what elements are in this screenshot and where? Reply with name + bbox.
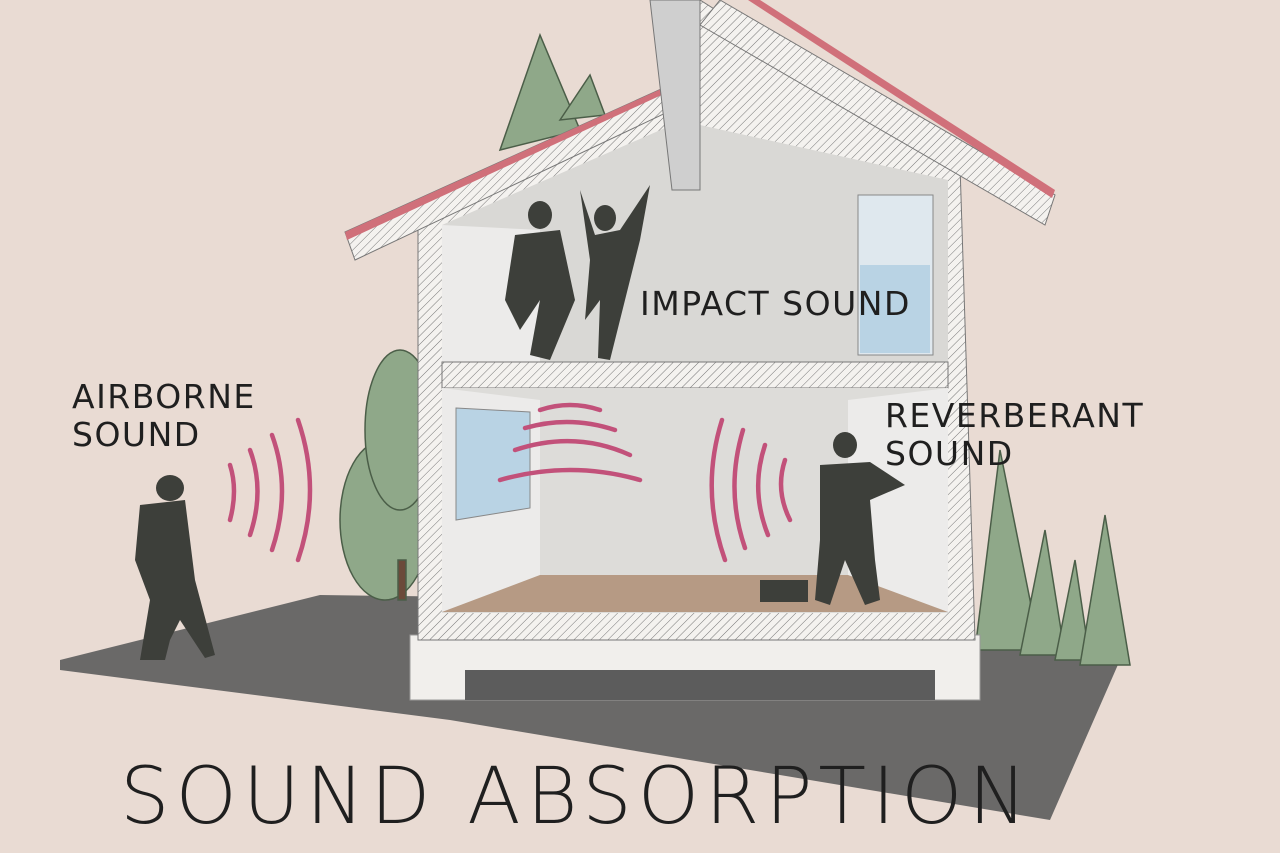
page-title: SOUND ABSORPTION [120, 752, 1033, 842]
chimney [649, 0, 701, 191]
silhouettes [135, 185, 905, 660]
floor-slab [441, 361, 949, 389]
sound-waves [227, 402, 793, 563]
trees-right [974, 449, 1131, 666]
reverberant-sound-label: REVERBERANT SOUND [885, 396, 1145, 473]
airborne-sound-label: AIRBORNE SOUND [72, 377, 256, 454]
impact-sound-label: IMPACT SOUND [640, 284, 911, 323]
trees-top [498, 32, 607, 152]
lower-window [455, 407, 531, 521]
roof-right [699, 0, 1056, 226]
